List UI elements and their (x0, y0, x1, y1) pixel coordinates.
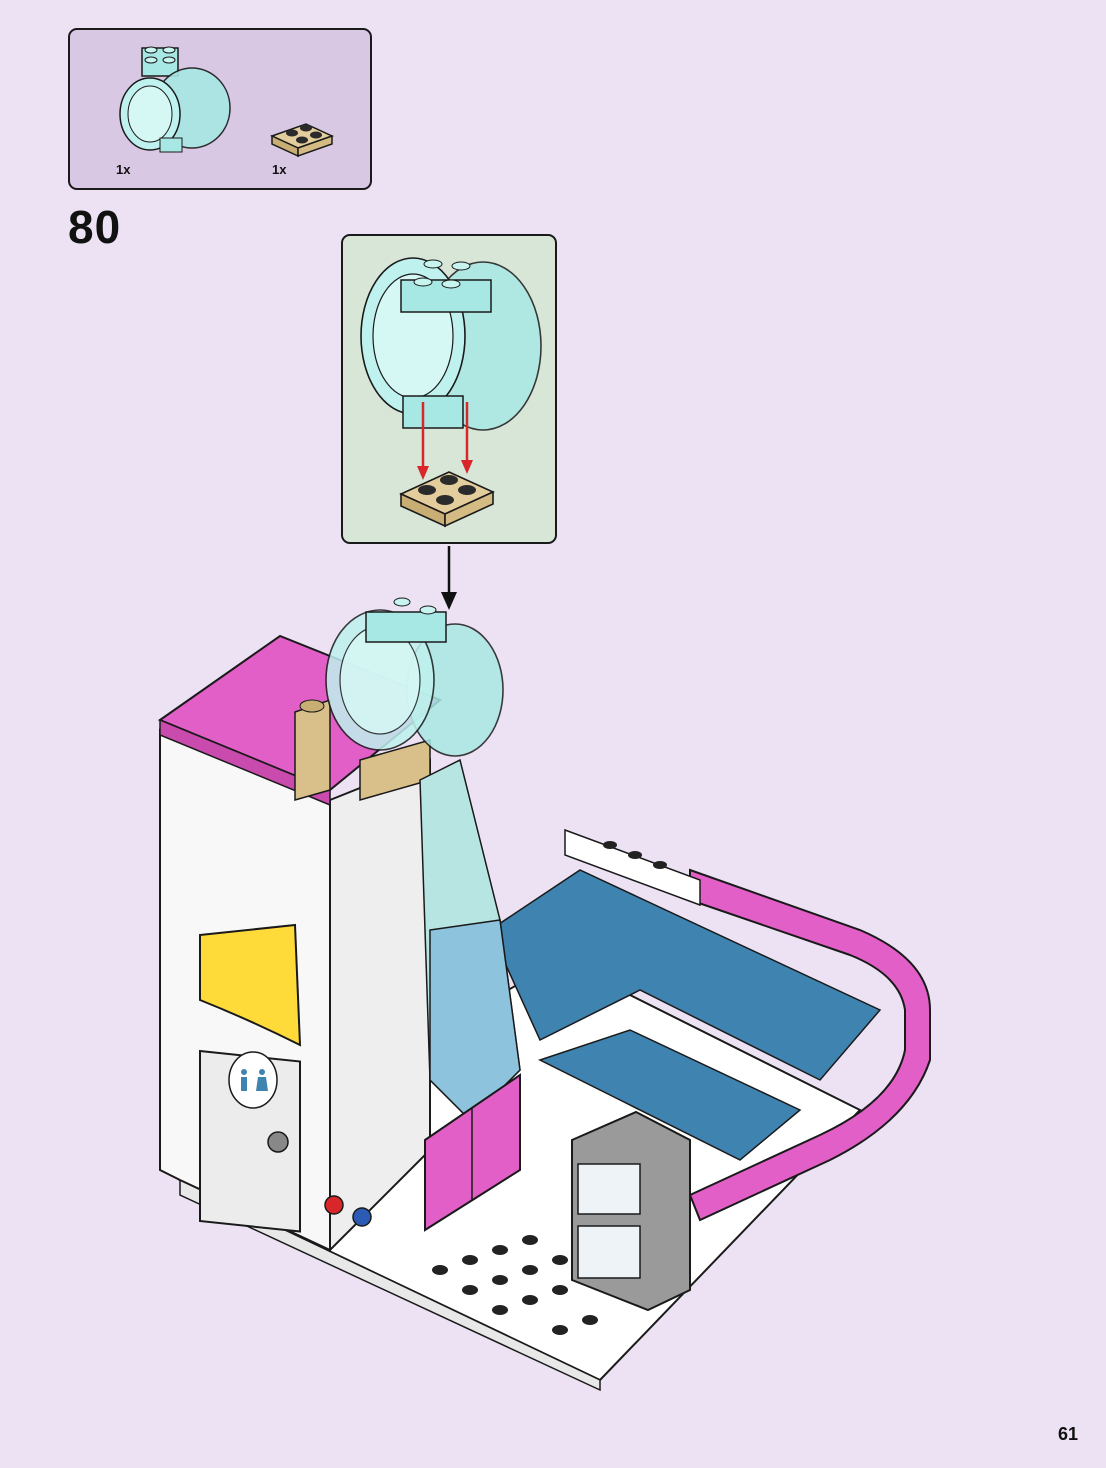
grey-cabinet (571, 1110, 691, 1312)
white-base-studs (432, 841, 667, 1335)
tan-plate-icon (399, 471, 495, 528)
light-blue-column (419, 758, 521, 1122)
tan-plate-part-icon (270, 123, 334, 158)
magenta-gate (424, 1073, 521, 1232)
tan-plate-quantity: 1x (272, 162, 287, 177)
parts-list-illustration (119, 46, 334, 158)
porthole-icon (360, 257, 542, 431)
porthole-quantity: 1x (116, 162, 131, 177)
placement-arrow-icon (441, 546, 457, 610)
tan-brick (294, 698, 431, 801)
control-knobs (267, 1131, 372, 1227)
porthole-part-icon (119, 46, 231, 153)
blue-floor (489, 869, 882, 1161)
restroom-sign-icon (228, 1051, 278, 1109)
step-number: 80 (68, 201, 122, 253)
yellow-slide (199, 923, 302, 1047)
subassembly-callout (341, 234, 557, 544)
placed-porthole (325, 597, 504, 757)
parts-list-panel: 1x 1x (68, 28, 372, 190)
red-arrows-icon (417, 402, 473, 480)
magenta-curved-wall (688, 868, 931, 1222)
page-number: 61 (1058, 1424, 1079, 1444)
subassembly-illustration (360, 257, 542, 528)
